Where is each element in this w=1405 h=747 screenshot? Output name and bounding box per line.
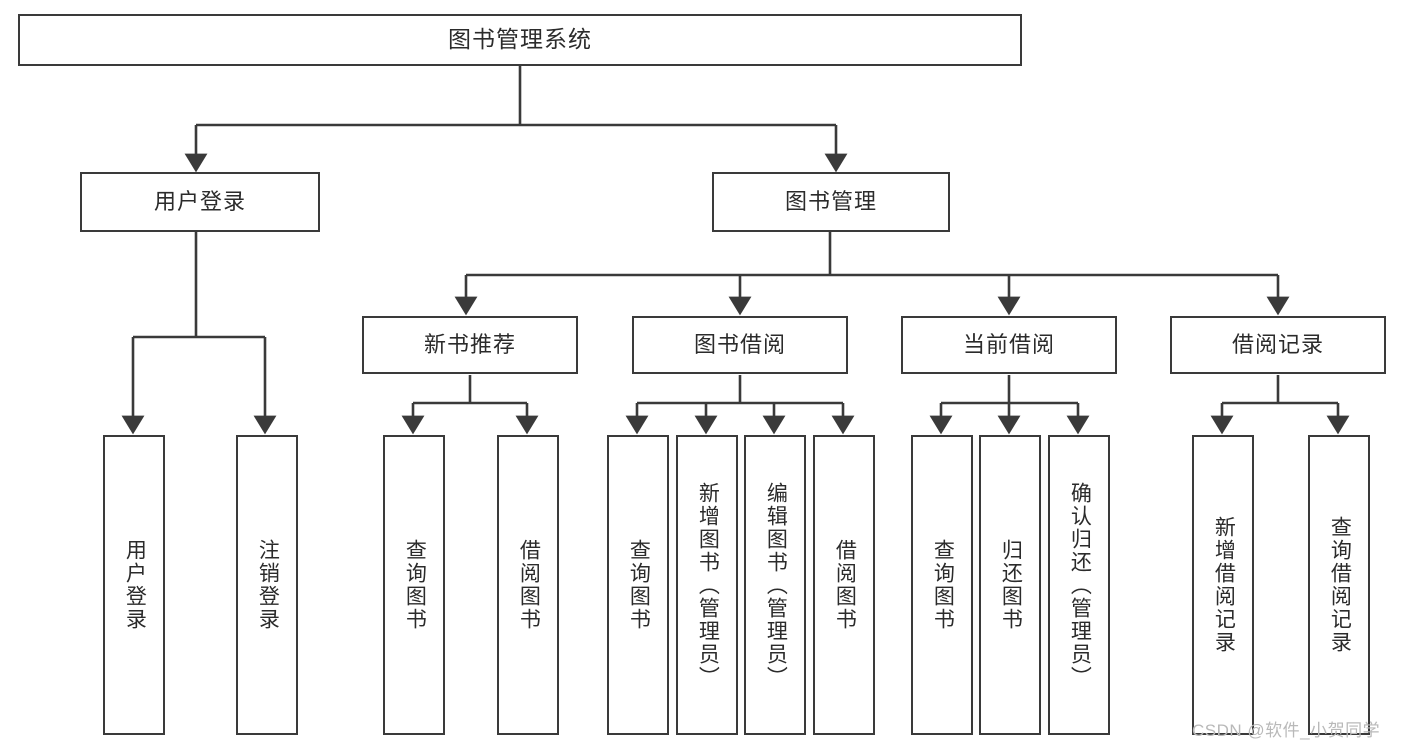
node-book-borrow[interactable]: 图书借阅 [632,316,848,374]
leaf-recommend-query-book[interactable]: 查询图书 [383,435,445,735]
node-label: 编辑图书（管理员） [764,481,788,689]
node-root-system[interactable]: 图书管理系统 [18,14,1022,66]
leaf-user-logout[interactable]: 注销登录 [236,435,298,735]
node-label: 借阅图书 [517,539,541,631]
node-label: 归还图书 [999,539,1023,631]
node-label: 图书管理 [784,188,877,214]
node-label: 查询图书 [403,539,427,631]
leaf-borrow-add-book-admin[interactable]: 新增图书（管理员） [676,435,738,735]
leaf-borrow-borrow-book[interactable]: 借阅图书 [813,435,875,735]
node-new-book-recommend[interactable]: 新书推荐 [362,316,578,374]
node-label: 查询图书 [627,539,651,631]
node-label: 图书借阅 [693,331,786,357]
node-current-borrow[interactable]: 当前借阅 [901,316,1117,374]
node-borrow-records[interactable]: 借阅记录 [1170,316,1386,374]
node-label: 查询借阅记录 [1328,516,1352,654]
node-label: 新书推荐 [423,331,516,357]
leaf-borrow-edit-book-admin[interactable]: 编辑图书（管理员） [744,435,806,735]
node-label: 借阅记录 [1231,331,1324,357]
node-label: 用户登录 [123,539,147,631]
node-label: 用户登录 [153,188,246,214]
node-label: 当前借阅 [962,331,1055,357]
node-book-management[interactable]: 图书管理 [712,172,950,232]
leaf-records-add-record[interactable]: 新增借阅记录 [1192,435,1254,735]
node-label: 注销登录 [256,539,280,631]
node-label: 确认归还（管理员） [1068,481,1092,689]
node-label: 新增图书（管理员） [696,481,720,689]
leaf-current-confirm-return-admin[interactable]: 确认归还（管理员） [1048,435,1110,735]
leaf-records-query-record[interactable]: 查询借阅记录 [1308,435,1370,735]
node-label: 借阅图书 [833,539,857,631]
leaf-current-query-book[interactable]: 查询图书 [911,435,973,735]
leaf-current-return-book[interactable]: 归还图书 [979,435,1041,735]
node-label: 新增借阅记录 [1212,516,1236,654]
leaf-user-login[interactable]: 用户登录 [103,435,165,735]
node-label: 查询图书 [931,539,955,631]
leaf-recommend-borrow-book[interactable]: 借阅图书 [497,435,559,735]
node-user-login[interactable]: 用户登录 [80,172,320,232]
leaf-borrow-query-book[interactable]: 查询图书 [607,435,669,735]
node-label: 图书管理系统 [448,26,592,53]
watermark-text: CSDN @软件_小贺同学 [1192,721,1381,740]
